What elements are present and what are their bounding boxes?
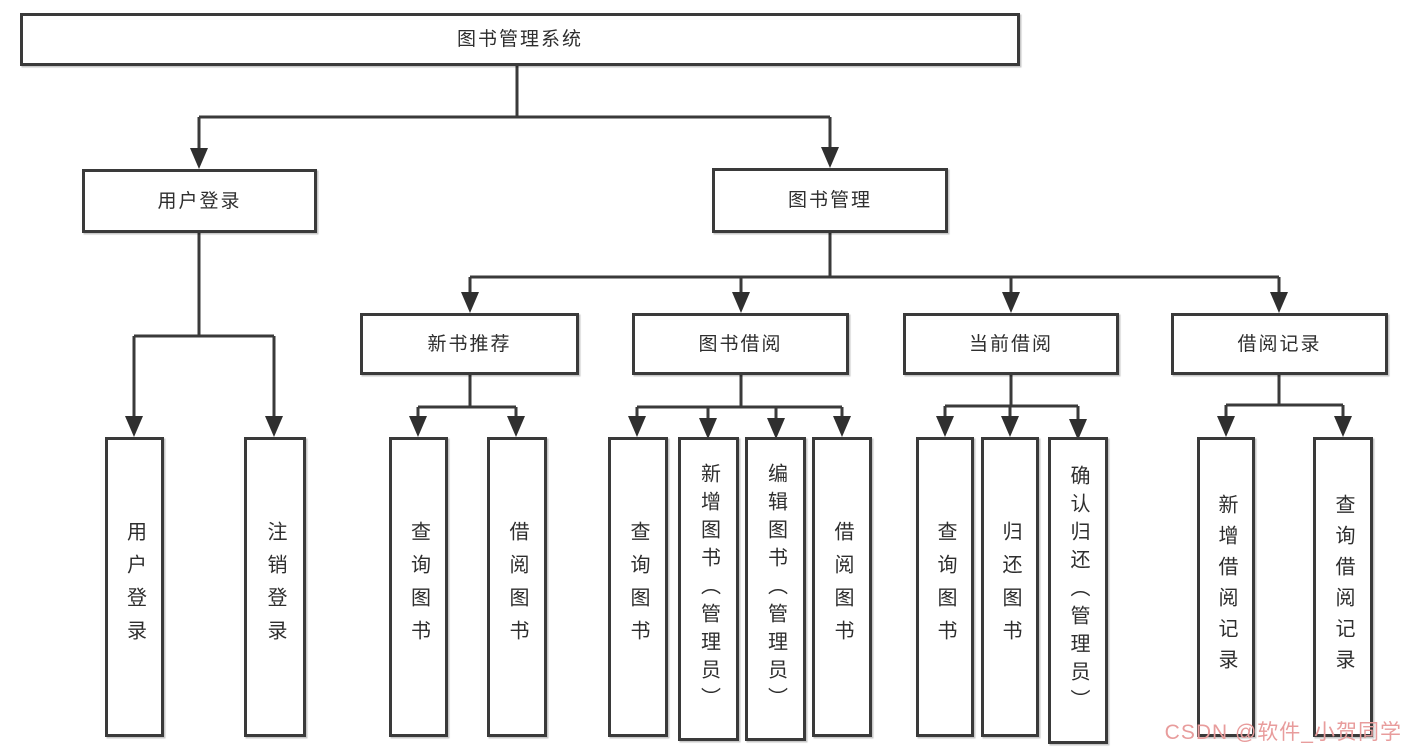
node-root-system: 图书管理系统 <box>20 13 1020 66</box>
connector-section-2-children <box>943 375 1080 420</box>
leaf-user-login: 用户登录 <box>105 437 164 737</box>
leaf-return-books-label: 归还图书 <box>999 521 1021 653</box>
leaf-edit-books-admin-label: 编辑图书（管理员） <box>764 463 787 715</box>
leaf-user-login-label: 用户登录 <box>123 521 146 653</box>
node-book-management: 图书管理 <box>712 168 948 233</box>
leaf-borrow-books-1: 借阅图书 <box>487 437 547 737</box>
leaf-query-books-2-label: 查询图书 <box>627 521 649 653</box>
leaf-confirm-return-admin: 确认归还（管理员） <box>1048 437 1108 744</box>
node-borrow-records: 借阅记录 <box>1171 313 1388 375</box>
leaf-query-books-2: 查询图书 <box>608 437 668 737</box>
leaf-query-borrow-record-label: 查询借阅记录 <box>1332 494 1354 680</box>
connector-section-1-children <box>635 375 844 420</box>
leaf-logout: 注销登录 <box>244 437 306 737</box>
leaf-edit-books-admin: 编辑图书（管理员） <box>745 437 806 741</box>
node-book-borrow: 图书借阅 <box>632 313 849 375</box>
connector-login-children <box>132 233 276 420</box>
connector-manage-sections <box>468 233 1281 296</box>
connector-section-3-children <box>1224 375 1345 420</box>
leaf-return-books: 归还图书 <box>981 437 1039 737</box>
connector-section-0-children <box>416 375 518 420</box>
leaf-add-borrow-record-label: 新增借阅记录 <box>1215 494 1237 680</box>
leaf-query-books-3-label: 查询图书 <box>934 521 956 653</box>
node-user-login: 用户登录 <box>82 169 317 233</box>
leaf-add-borrow-record: 新增借阅记录 <box>1197 437 1255 737</box>
leaf-query-books-3: 查询图书 <box>916 437 974 737</box>
leaf-add-books-admin: 新增图书（管理员） <box>678 437 739 741</box>
leaf-query-books-1-label: 查询图书 <box>407 521 430 653</box>
node-new-book-recommend: 新书推荐 <box>360 313 579 375</box>
leaf-borrow-books-2: 借阅图书 <box>812 437 872 737</box>
leaf-logout-label: 注销登录 <box>264 521 286 653</box>
leaf-borrow-books-1-label: 借阅图书 <box>506 521 528 653</box>
leaf-confirm-return-admin-label: 确认归还（管理员） <box>1067 464 1089 717</box>
leaf-borrow-books-2-label: 借阅图书 <box>831 521 853 653</box>
connector-root-to-level2 <box>197 66 832 152</box>
leaf-query-books-1: 查询图书 <box>389 437 448 737</box>
node-current-borrow: 当前借阅 <box>903 313 1119 375</box>
watermark: CSDN @软件_小贺同学 <box>1164 721 1402 744</box>
leaf-add-books-admin-label: 新增图书（管理员） <box>697 463 720 715</box>
leaf-query-borrow-record: 查询借阅记录 <box>1313 437 1373 737</box>
